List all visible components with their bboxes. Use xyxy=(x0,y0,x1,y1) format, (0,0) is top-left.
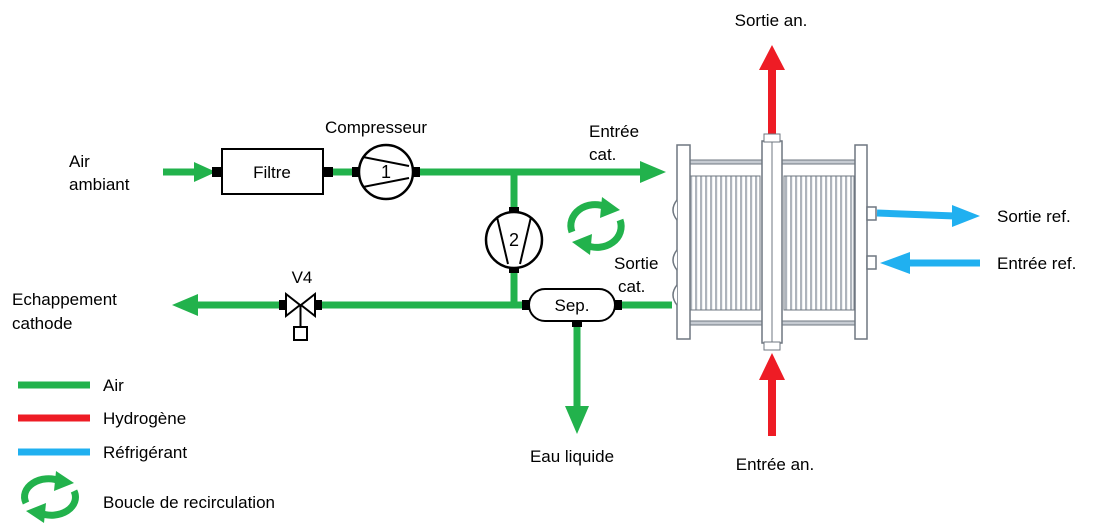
separator-label: Sep. xyxy=(555,296,590,315)
coolant-lines xyxy=(876,205,980,274)
legend: Air Hydrogène Réfrigérant Boucle de reci… xyxy=(18,376,275,523)
air-inlet-label-2: ambiant xyxy=(69,175,130,194)
legend-hydrogen-label: Hydrogène xyxy=(103,409,186,428)
cathode-inlet-label-1: Entrée xyxy=(589,122,639,141)
anode-outlet-label: Sortie an. xyxy=(735,11,808,30)
compressor-number: 1 xyxy=(381,162,391,182)
compressor-1: 1 xyxy=(352,143,420,201)
valve-v4 xyxy=(279,291,322,341)
coolant-outlet-label: Sortie ref. xyxy=(997,207,1071,226)
filter-box: Filtre xyxy=(212,148,333,195)
cathode-outlet-label-1: Sortie xyxy=(614,254,658,273)
compressor-label: Compresseur xyxy=(325,118,427,137)
recirculation-loop-icon xyxy=(567,197,625,255)
cathode-exhaust-label-1: Echappement xyxy=(12,290,117,309)
legend-recirculation-label: Boucle de recirculation xyxy=(103,493,275,512)
recirculation-pump-2: 2 xyxy=(484,207,544,273)
legend-recirculation-icon xyxy=(21,471,79,523)
anode-inlet-label: Entrée an. xyxy=(736,455,814,474)
hydrogen-lines xyxy=(759,45,785,436)
separator: Sep. xyxy=(522,288,622,327)
cathode-exhaust-label-2: cathode xyxy=(12,314,73,333)
liquid-water-label: Eau liquide xyxy=(530,447,614,466)
legend-coolant-label: Réfrigérant xyxy=(103,443,187,462)
legend-air-label: Air xyxy=(103,376,124,395)
cathode-inlet-label-2: cat. xyxy=(589,145,616,164)
coolant-inlet-label: Entrée ref. xyxy=(997,254,1076,273)
air-inlet-label-1: Air xyxy=(69,152,90,171)
valve-label: V4 xyxy=(292,268,313,287)
recirculation-pump-number: 2 xyxy=(509,230,519,250)
fuel-cell-stack xyxy=(672,133,877,351)
cathode-outlet-label-2: cat. xyxy=(618,277,645,296)
air-lines xyxy=(163,161,672,434)
filter-label: Filtre xyxy=(253,163,291,182)
